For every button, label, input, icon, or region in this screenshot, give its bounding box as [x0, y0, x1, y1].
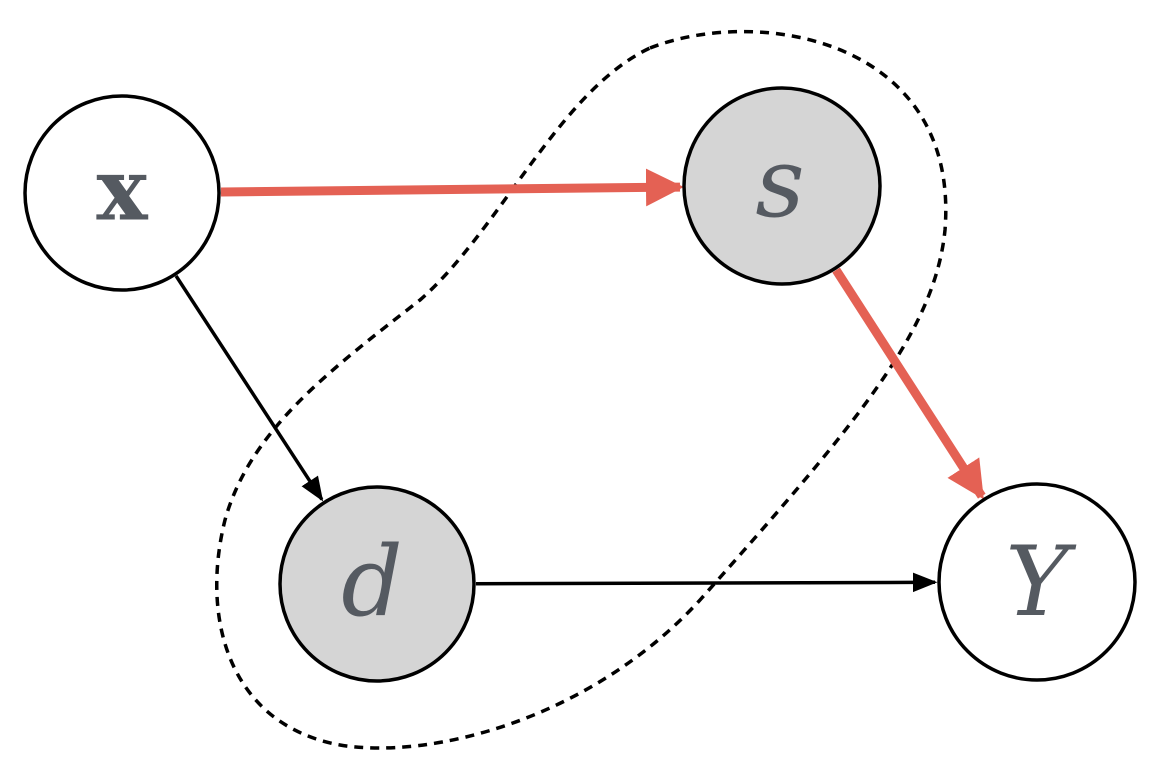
node-x-label: x: [96, 140, 148, 241]
edges-layer: [174, 168, 986, 593]
node-y-label: Y: [1005, 526, 1077, 638]
node-d: d: [278, 485, 476, 683]
edge-x-to-d: [174, 274, 324, 502]
node-d-circle: [278, 485, 476, 683]
edge-d-to-y: [475, 572, 938, 593]
node-s-circle: [682, 86, 882, 286]
node-d-label: d: [341, 526, 402, 638]
edge-x-to-s: [220, 168, 684, 207]
node-y: Y: [937, 482, 1137, 682]
node-s-label: s: [755, 127, 804, 239]
edge-s-to-y: [832, 267, 986, 500]
node-s: s: [682, 86, 882, 286]
node-x-circle: [23, 94, 221, 292]
node-x: x: [23, 94, 221, 292]
node-y-circle: [937, 482, 1137, 682]
